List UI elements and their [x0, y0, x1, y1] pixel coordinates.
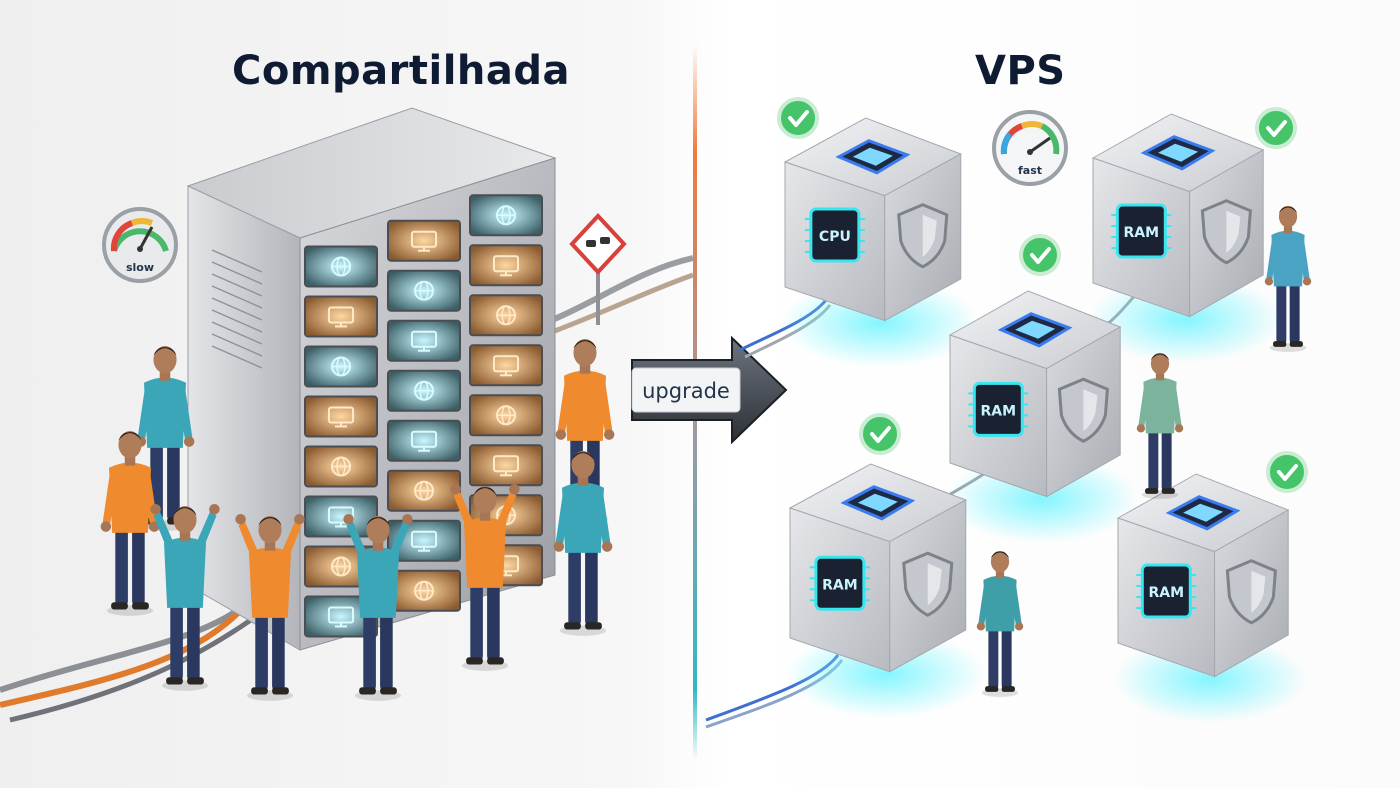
processor-chip-icon — [1165, 495, 1241, 531]
rack-slot — [387, 319, 461, 362]
monitor-icon — [493, 355, 519, 377]
vps-server-cube: RAM — [945, 290, 1139, 543]
rack-slot — [304, 595, 378, 638]
shield-icon — [897, 203, 949, 269]
person-figure — [1136, 352, 1184, 499]
rack-slot — [304, 245, 378, 288]
processor-chip-icon — [840, 485, 916, 521]
processor-chip-icon — [1140, 135, 1216, 171]
person-figure — [450, 483, 520, 671]
monitor-icon — [328, 306, 354, 328]
slow-gauge: slow — [102, 207, 178, 283]
rack-slot — [469, 394, 543, 437]
rack-slot — [387, 369, 461, 412]
globe-icon — [414, 480, 434, 501]
rack-slot — [469, 344, 543, 387]
globe-icon — [496, 405, 516, 426]
chip-label: RAM — [981, 403, 1017, 419]
chip-label: RAM — [1149, 585, 1185, 601]
person-figure — [553, 451, 613, 636]
memory-chip-icon: CPU — [804, 207, 865, 263]
rack-slot — [304, 445, 378, 488]
globe-icon — [331, 556, 351, 577]
vps-server-cube: RAM — [785, 463, 985, 718]
rack-slot — [304, 345, 378, 388]
check-badge-icon — [859, 413, 901, 455]
vps-title: VPS — [975, 48, 1066, 94]
monitor-icon — [411, 230, 437, 252]
monitor-icon — [493, 455, 519, 477]
rack-slot — [304, 495, 378, 538]
rack-slot — [387, 469, 461, 512]
chip-label: CPU — [819, 229, 851, 245]
rack-slot — [469, 444, 543, 487]
memory-chip-icon: RAM — [809, 555, 870, 611]
person-figure — [976, 550, 1024, 697]
check-badge-icon — [777, 97, 819, 139]
rack-slot — [387, 269, 461, 312]
monitor-icon — [411, 430, 437, 452]
person-figure — [343, 513, 413, 701]
rack-slot — [469, 294, 543, 337]
rack-slot — [304, 395, 378, 438]
vps-server-cube: CPU — [780, 117, 980, 367]
person-figure — [235, 513, 305, 701]
rack-slot — [387, 569, 461, 612]
traffic-warning-sign-icon — [569, 213, 627, 325]
vps-users-group — [976, 205, 1312, 697]
upgrade-arrow: upgrade — [631, 335, 788, 445]
globe-icon — [331, 256, 351, 277]
fast-gauge: fast — [992, 110, 1068, 186]
memory-chip-icon: RAM — [1111, 203, 1172, 259]
vps-server-cube: RAM — [1088, 113, 1282, 363]
shared-hosting-title: Compartilhada — [232, 48, 571, 94]
globe-icon — [331, 456, 351, 477]
memory-chip-icon: RAM — [968, 381, 1029, 437]
monitor-icon — [411, 330, 437, 352]
monitor-icon — [493, 255, 519, 277]
shield-icon — [1057, 377, 1109, 443]
rack-slot — [469, 194, 543, 237]
monitor-icon — [328, 506, 354, 528]
chip-label: RAM — [1124, 225, 1160, 241]
monitor-icon — [411, 530, 437, 552]
rack-slot — [387, 419, 461, 462]
globe-icon — [331, 356, 351, 377]
rack-slot — [387, 219, 461, 262]
upgrade-label: upgrade — [642, 379, 730, 403]
shield-icon — [1200, 199, 1252, 265]
vent-grille — [211, 249, 263, 369]
monitor-icon — [328, 606, 354, 628]
slow-gauge-label: slow — [126, 261, 154, 274]
memory-chip-icon: RAM — [1136, 563, 1197, 619]
globe-icon — [414, 280, 434, 301]
person-figure — [1264, 205, 1312, 352]
fast-gauge-label: fast — [1018, 164, 1042, 177]
vps-server-cube: RAM — [1113, 473, 1307, 723]
globe-icon — [496, 205, 516, 226]
processor-chip-icon — [835, 139, 911, 175]
rack-slot — [304, 295, 378, 338]
globe-icon — [496, 305, 516, 326]
rack-slot — [469, 244, 543, 287]
person-figure — [150, 503, 220, 691]
globe-icon — [414, 380, 434, 401]
monitor-icon — [328, 406, 354, 428]
crowded-users-group — [100, 339, 615, 701]
shield-icon — [902, 551, 954, 617]
chip-label: RAM — [822, 577, 858, 593]
check-badge-icon — [1019, 234, 1061, 276]
shield-icon — [1225, 559, 1277, 625]
check-badge-icon — [1255, 107, 1297, 149]
globe-icon — [414, 580, 434, 601]
processor-chip-icon — [997, 312, 1073, 348]
check-badge-icon — [1266, 451, 1308, 493]
